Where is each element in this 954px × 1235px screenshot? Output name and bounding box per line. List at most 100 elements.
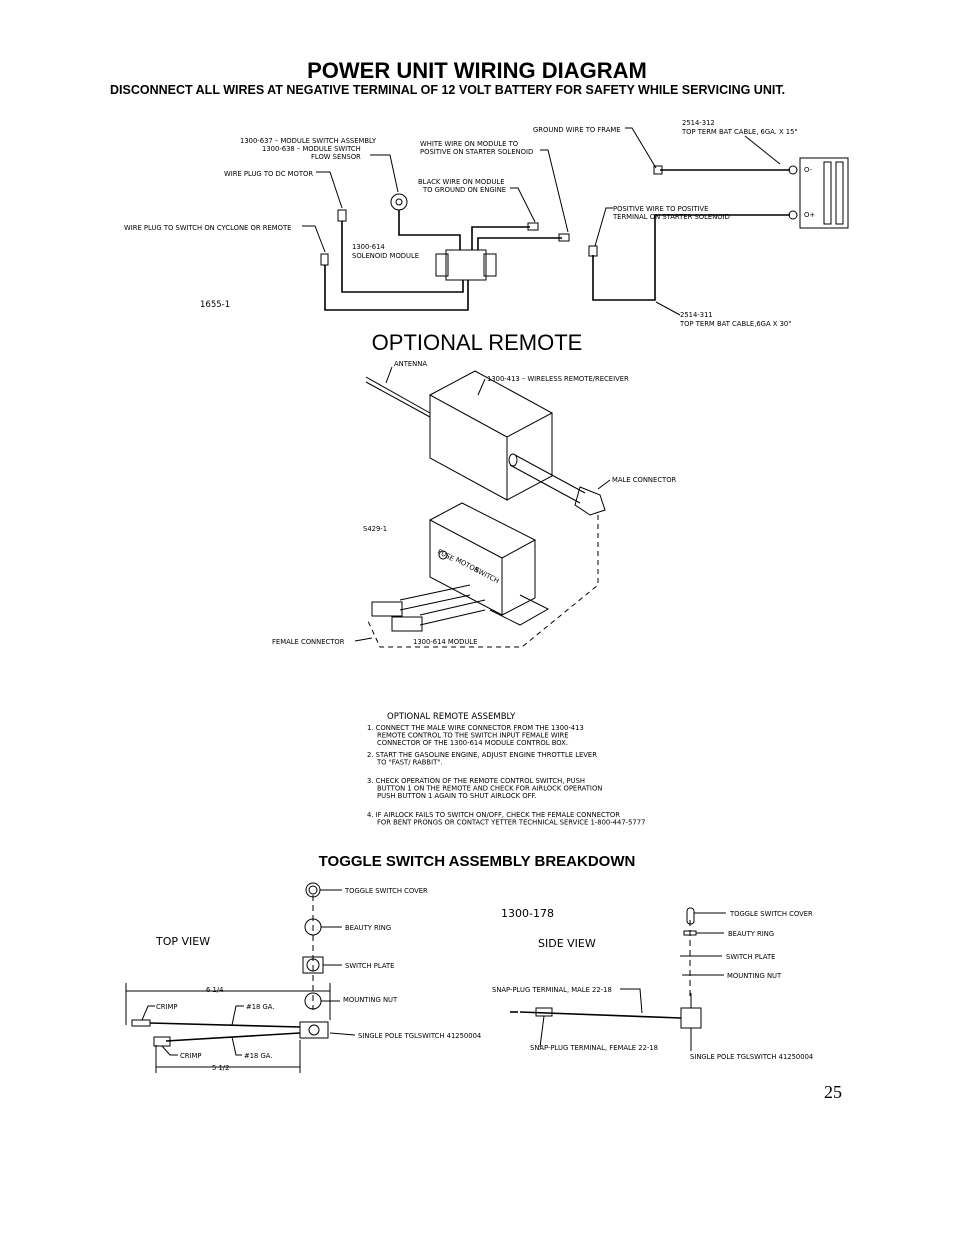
label-dim-short: 5 1/2 bbox=[212, 1064, 229, 1072]
connection-guide bbox=[367, 515, 599, 648]
label-solenoid-module: SOLENOID MODULE bbox=[352, 252, 419, 260]
label-drawing-1655: 1655-1 bbox=[200, 300, 230, 310]
wiring-diagram: 1300-637 – MODULE SWITCH ASSEMBLY 1300-6… bbox=[124, 119, 849, 328]
label-flow-sensor: FLOW SENSOR bbox=[311, 153, 361, 161]
battery bbox=[799, 157, 849, 229]
top-label-plate: SWITCH PLATE bbox=[345, 962, 394, 970]
top-label-nut: MOUNTING NUT bbox=[343, 996, 398, 1004]
module-base bbox=[489, 594, 550, 626]
pos-lug bbox=[788, 210, 798, 220]
assembly-steps: 1. CONNECT THE MALE WIRE CONNECTOR FROM … bbox=[367, 724, 645, 827]
top-label-cover: TOGGLE SWITCH COVER bbox=[344, 887, 428, 895]
module-side bbox=[501, 540, 536, 616]
label-gauge-lower: #18 GA. bbox=[244, 1052, 272, 1060]
female-connector-1 bbox=[371, 601, 403, 617]
top-switch-plate-hole bbox=[306, 958, 320, 972]
dim-short bbox=[155, 1040, 301, 1073]
toggle-title: TOGGLE SWITCH ASSEMBLY BREAKDOWN bbox=[318, 853, 636, 870]
label-black-wire-1: BLACK WIRE ON MODULE bbox=[418, 178, 505, 186]
label-crimp-lower: CRIMP bbox=[180, 1052, 201, 1060]
side-label-cover: TOGGLE SWITCH COVER bbox=[729, 910, 813, 918]
receiver-front bbox=[429, 395, 508, 501]
top-wire-upper bbox=[149, 1022, 301, 1028]
battery-cell-1 bbox=[823, 161, 832, 225]
leader-positive-wire bbox=[594, 207, 613, 247]
toggle-diagram: TOP VIEW SIDE VIEW 1300-178 TOGGLE SWITC… bbox=[125, 882, 813, 1073]
receiver-side bbox=[506, 413, 553, 501]
label-wireless: 1300-413 – WIRELESS REMOTE/RECEIVER bbox=[487, 375, 629, 383]
assembly-step-line: 2. START THE GASOLINE ENGINE, ADJUST ENG… bbox=[367, 751, 597, 759]
label-part-1300-178: 1300-178 bbox=[501, 907, 554, 920]
label-module-switch-assembly: 1300-637 – MODULE SWITCH ASSEMBLY bbox=[240, 137, 377, 145]
side-switch-body bbox=[680, 1007, 702, 1029]
label-wire-plug-dc-motor: WIRE PLUG TO DC MOTOR bbox=[224, 170, 313, 178]
label-side-view: SIDE VIEW bbox=[538, 937, 596, 950]
label-male-connector: MALE CONNECTOR bbox=[612, 476, 677, 484]
neg-lug bbox=[788, 165, 798, 175]
leader-male-connector bbox=[597, 479, 611, 490]
black-wire-terminal bbox=[527, 222, 539, 231]
assembly-step-line: BUTTON 1 ON THE REMOTE AND CHECK FOR AIR… bbox=[377, 785, 602, 793]
solenoid-module bbox=[445, 249, 487, 281]
switch-plug bbox=[320, 253, 329, 266]
cable-positive bbox=[592, 214, 790, 301]
leader-flow-sensor bbox=[370, 154, 399, 193]
leader-crimp-upper bbox=[141, 1005, 155, 1021]
optional-remote-title: OPTIONAL REMOTE bbox=[371, 330, 583, 355]
leader-ground-wire bbox=[625, 127, 657, 169]
label-cable-bottom-part: 2514-311 bbox=[680, 311, 713, 319]
assembly-title: OPTIONAL REMOTE ASSEMBLY bbox=[387, 712, 516, 722]
top-crimp-upper bbox=[131, 1019, 151, 1027]
wire-black bbox=[471, 226, 530, 250]
receiver-cable-end bbox=[508, 453, 518, 467]
assembly-step-line: TO "FAST/ RABBIT". bbox=[376, 759, 443, 767]
leader-top-single-pole bbox=[329, 1032, 356, 1036]
receiver-cable-bottom bbox=[509, 464, 581, 504]
solenoid-bracket-right bbox=[483, 253, 497, 277]
label-cable-bottom-desc: TOP TERM BAT CABLE,6GA X 30" bbox=[679, 320, 791, 328]
label-snap-male: SNAP-PLUG TERMINAL, MALE 22-18 bbox=[492, 986, 612, 994]
module-cable-2a bbox=[419, 599, 486, 616]
module-fuse bbox=[438, 550, 448, 560]
assembly-step-line: 1. CONNECT THE MALE WIRE CONNECTOR FROM … bbox=[367, 724, 584, 732]
label-wire-plug-switch: WIRE PLUG TO SWITCH ON CYCLONE OR REMOTE bbox=[124, 224, 291, 232]
battery-cell-2 bbox=[835, 161, 844, 225]
label-white-wire-2: POSITIVE ON STARTER SOLENOID bbox=[420, 148, 533, 156]
battery-pos-label: O+ bbox=[804, 211, 815, 219]
label-module-614: 1300-614 MODULE bbox=[413, 638, 477, 646]
flow-sensor bbox=[390, 193, 408, 211]
solenoid-bracket-left bbox=[435, 253, 449, 277]
top-switch-toggle bbox=[308, 1024, 320, 1036]
top-label-beauty: BEAUTY RING bbox=[345, 924, 391, 932]
label-module-switch: 1300-638 – MODULE SWITCH bbox=[262, 145, 361, 153]
ground-terminal bbox=[653, 165, 663, 175]
label-ground-wire: GROUND WIRE TO FRAME bbox=[533, 126, 621, 134]
leader-antenna bbox=[385, 366, 393, 384]
dc-motor-plug bbox=[337, 209, 347, 222]
side-wire bbox=[519, 1011, 682, 1019]
leader-gauge-lower bbox=[231, 1036, 242, 1056]
module-cable-1b bbox=[399, 594, 471, 611]
label-antenna: ANTENNA bbox=[394, 360, 427, 368]
flow-sensor-core bbox=[395, 198, 403, 206]
safety-warning: DISCONNECT ALL WIRES AT NEGATIVE TERMINA… bbox=[110, 83, 786, 97]
label-cable-top-desc: TOP TERM BAT CABLE, 6GA. X 15" bbox=[681, 128, 798, 136]
label-top-view: TOP VIEW bbox=[155, 935, 210, 948]
battery-neg-label: O- bbox=[804, 166, 813, 174]
positive-terminal bbox=[588, 245, 598, 257]
module-cable-1a bbox=[399, 584, 471, 601]
leader-crimp-lower bbox=[161, 1045, 178, 1056]
dim-long bbox=[125, 983, 331, 1025]
leader-switch-plug bbox=[302, 225, 326, 253]
label-crimp-upper: CRIMP bbox=[156, 1003, 177, 1011]
male-connector bbox=[574, 486, 606, 516]
assembly-step-line: 4. IF AIRLOCK FAILS TO SWITCH ON/OFF, CH… bbox=[367, 811, 620, 819]
label-gauge-upper: #18 GA. bbox=[246, 1003, 274, 1011]
antenna-edge bbox=[365, 381, 431, 418]
leader-gauge-upper bbox=[231, 1005, 244, 1026]
side-label-beauty: BEAUTY RING bbox=[728, 930, 774, 938]
assembly-step-line: FOR BENT PRONGS OR CONTACT YETTER TECHNI… bbox=[377, 819, 645, 827]
female-connector-2 bbox=[391, 616, 423, 632]
wire-switch bbox=[324, 265, 469, 311]
label-female-connector: FEMALE CONNECTOR bbox=[272, 638, 345, 646]
